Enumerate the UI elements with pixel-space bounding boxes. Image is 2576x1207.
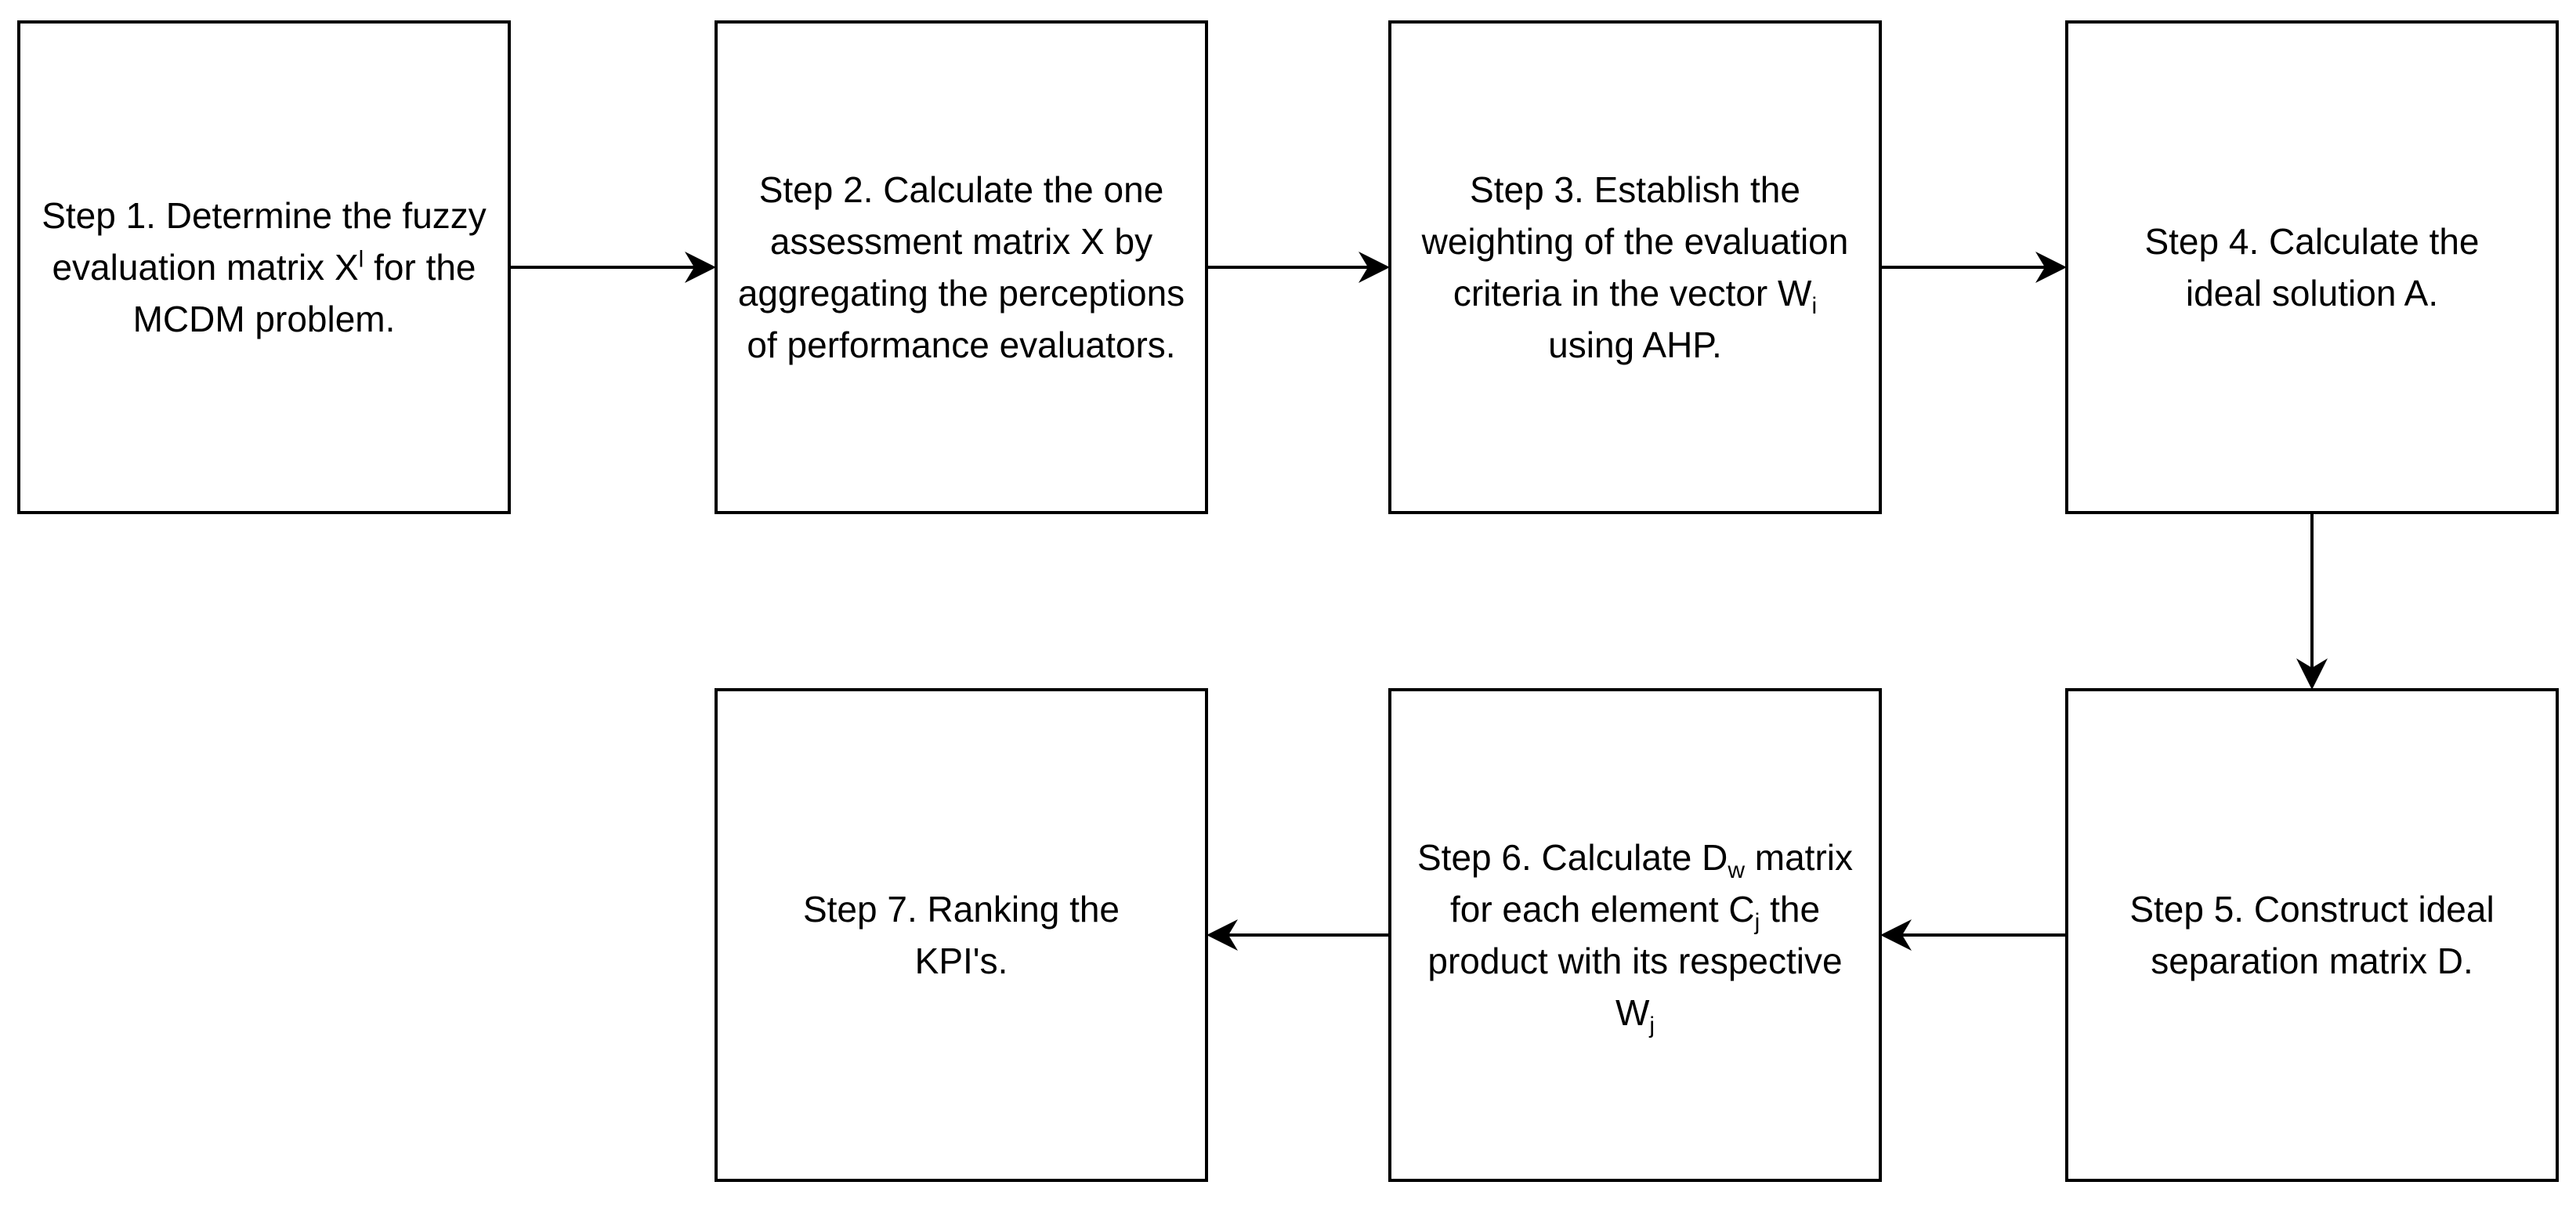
step-5-box: Step 5. Construct ideal separation matri… — [2065, 688, 2559, 1182]
step-1-text-main: Step 1. Determine the fuzzy evaluation m… — [42, 195, 487, 288]
step-6-box: Step 6. Calculate Dw matrix for each ele… — [1388, 688, 1882, 1182]
step-6-text-part1: Step 6. Calculate D — [1417, 837, 1728, 878]
step-3-box: Step 3. Establish the weighting of the e… — [1388, 20, 1882, 514]
step-3-text-main: Step 3. Establish the weighting of the e… — [1421, 169, 1849, 314]
step-3-subscript: i — [1811, 293, 1818, 320]
step-4-box: Step 4. Calculate the ideal solution A. — [2065, 20, 2559, 514]
step-6-text-part2: matrix for each element C — [1449, 837, 1853, 930]
step-3-label: Step 3. Establish the weighting of the e… — [1408, 164, 1862, 371]
step-3-text-tail: using AHP. — [1548, 324, 1722, 365]
step-1-box: Step 1. Determine the fuzzy evaluation m… — [17, 20, 511, 514]
step-7-label: Step 7. Ranking the KPI's. — [802, 889, 1120, 981]
step-2-label: Step 2. Calculate the one assessment mat… — [737, 169, 1185, 365]
step-6-text-part3: the product with its respective W — [1427, 889, 1843, 1033]
step-1-label: Step 1. Determine the fuzzy evaluation m… — [29, 190, 499, 345]
step-6-subscript-j2: j — [1649, 1013, 1655, 1039]
step-6-subscript-j1: j — [1754, 909, 1760, 936]
step-2-box: Step 2. Calculate the one assessment mat… — [715, 20, 1208, 514]
step-4-label: Step 4. Calculate the ideal solution A. — [2144, 221, 2480, 314]
step-1-text-tail: for the MCDM problem. — [132, 247, 476, 339]
step-7-box: Step 7. Ranking the KPI's. — [715, 688, 1208, 1182]
step-6-label: Step 6. Calculate Dw matrix for each ele… — [1416, 832, 1854, 1038]
step-5-label: Step 5. Construct ideal separation matri… — [2129, 889, 2495, 981]
step-1-superscript: l — [358, 246, 364, 273]
step-6-subscript-w: w — [1728, 857, 1745, 884]
